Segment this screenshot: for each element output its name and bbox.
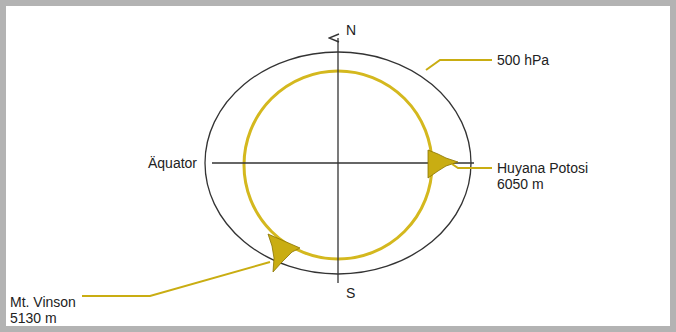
leader-line — [426, 60, 492, 70]
south-label: S — [346, 285, 355, 301]
mountain-vinson — [268, 234, 300, 272]
pressure-label: 500 hPa — [497, 52, 549, 68]
leader-line — [82, 262, 270, 296]
north-label: N — [346, 22, 356, 38]
earth-axis — [337, 38, 338, 283]
frame — [3, 3, 673, 329]
leader-line — [452, 164, 492, 168]
equator-label: Äquator — [148, 155, 197, 171]
mountain-label: Mt. Vinson 5130 m — [10, 294, 90, 326]
mountain-label: Huyana Potosi 6050 m — [497, 160, 597, 192]
